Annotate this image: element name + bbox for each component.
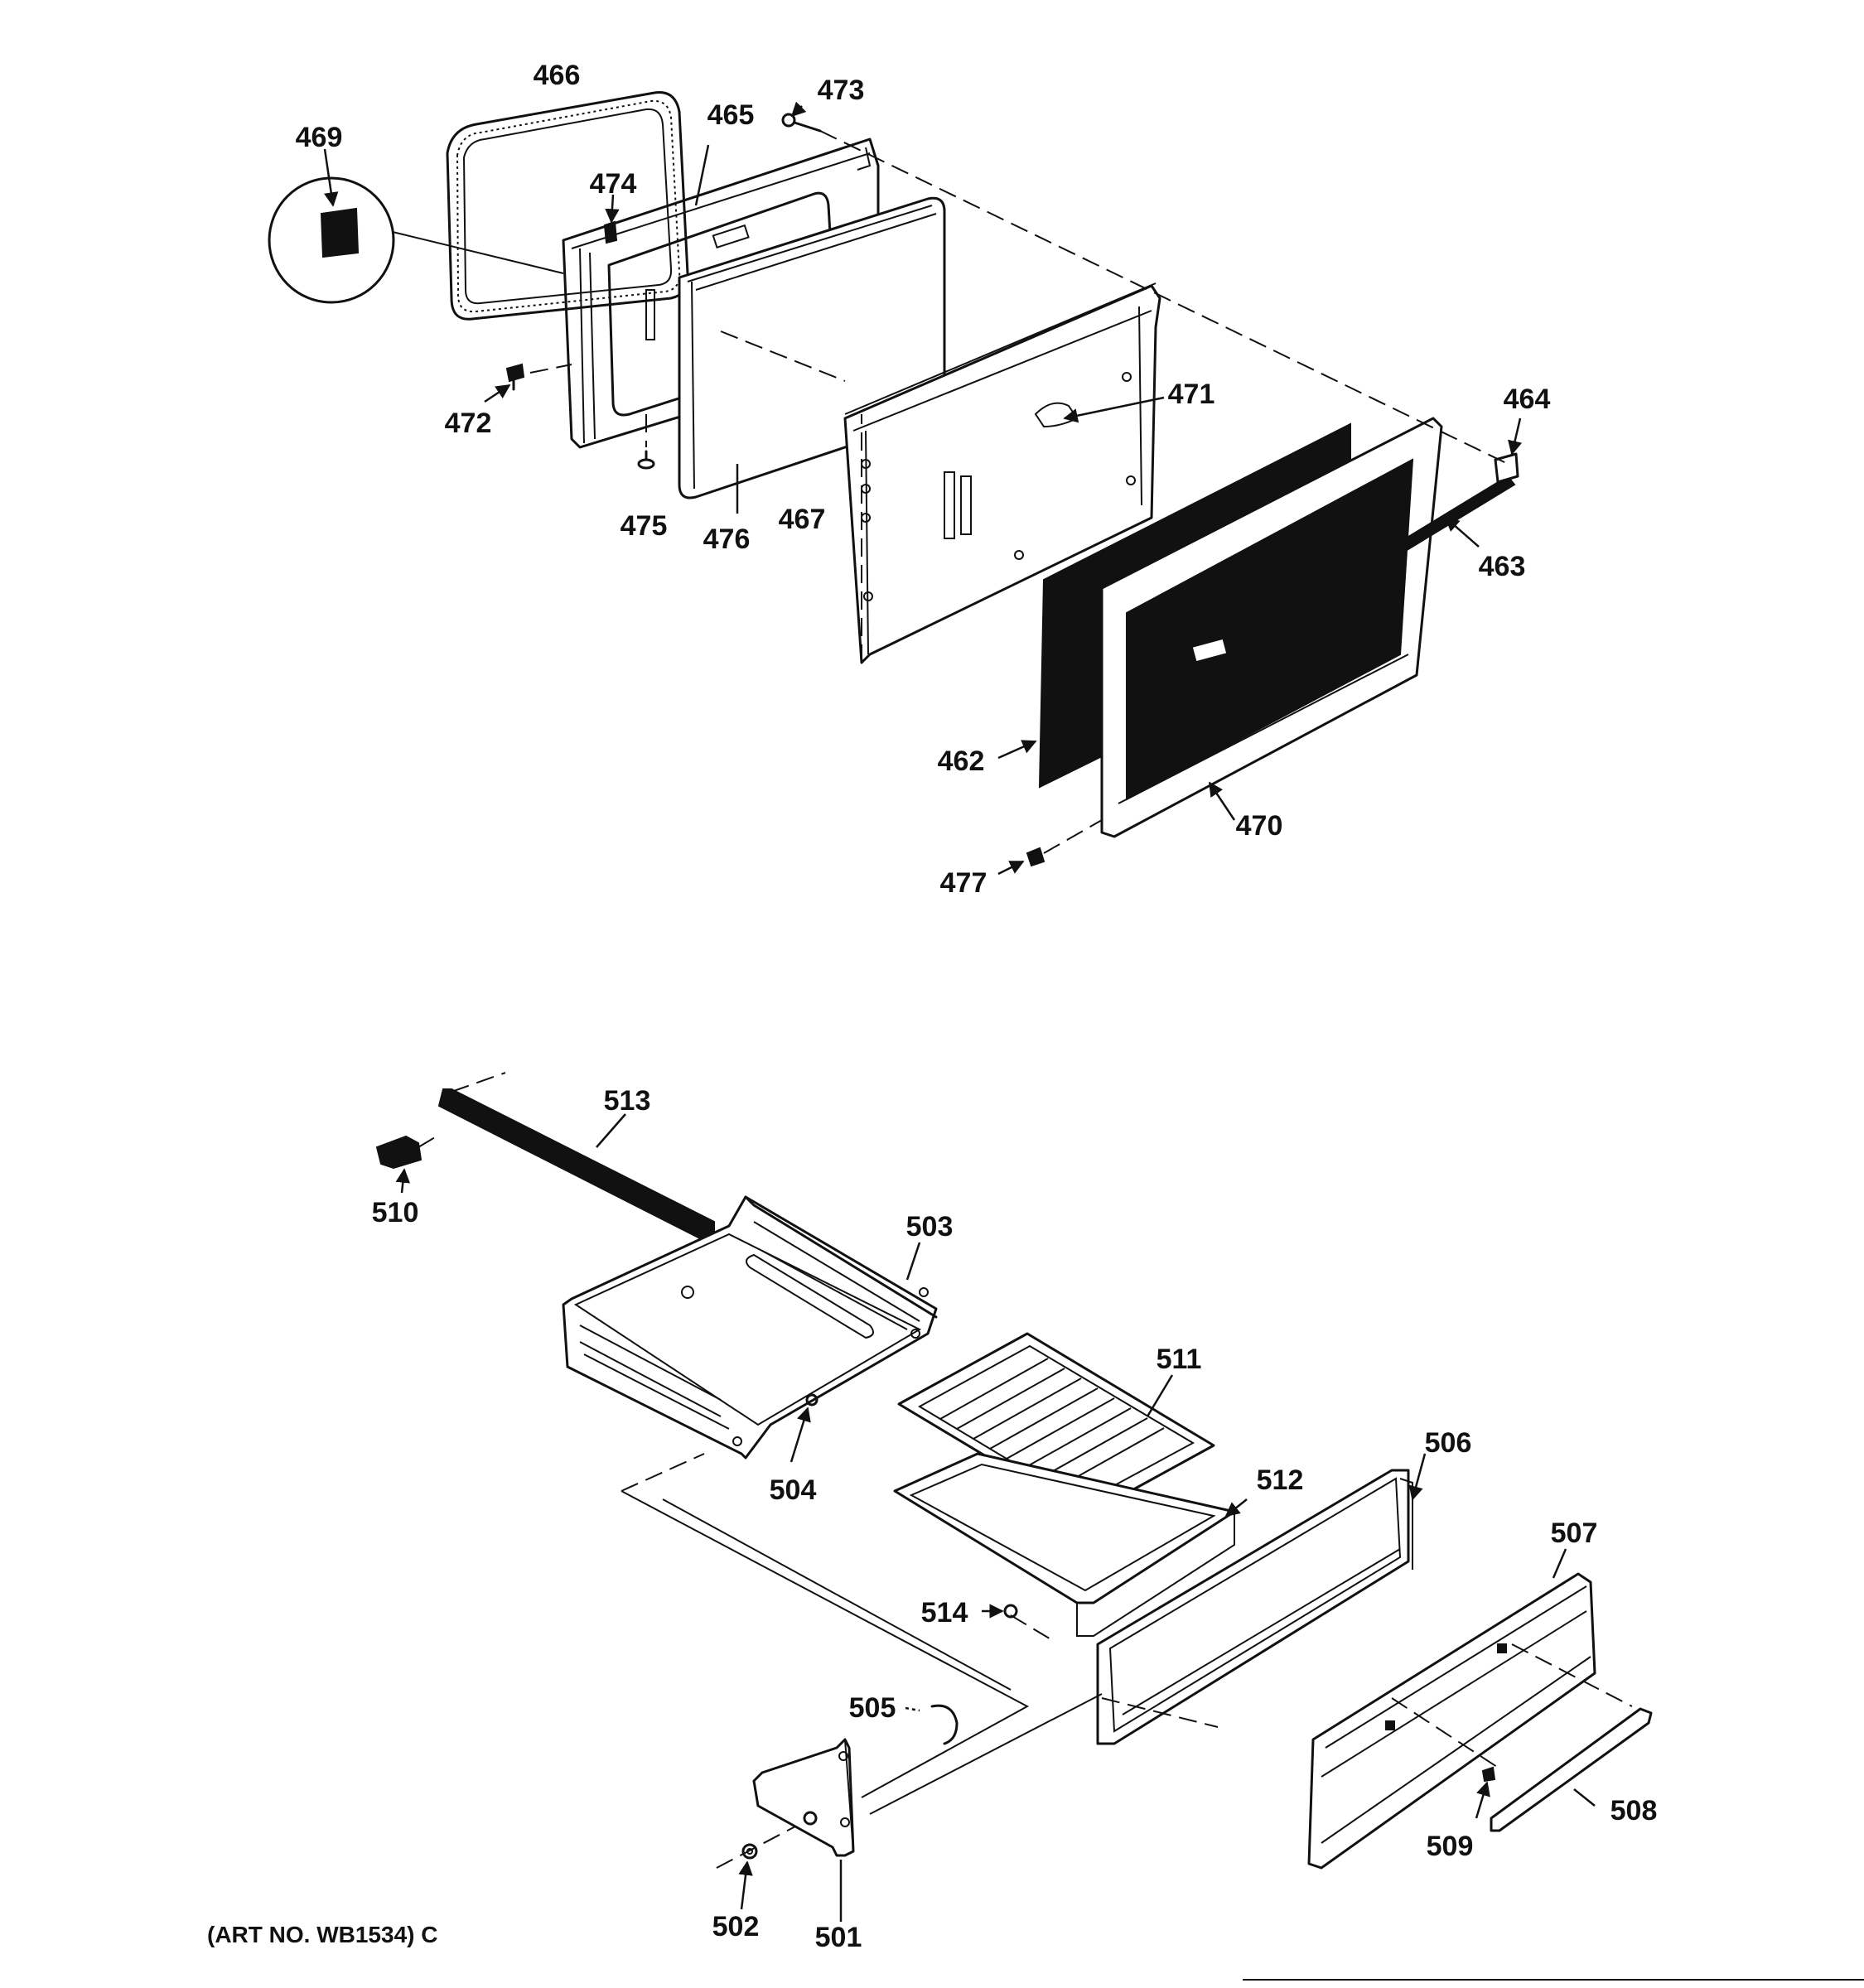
label-514: 514 [921, 1597, 968, 1629]
inner-panel-467 [843, 282, 1161, 664]
label-466: 466 [534, 60, 581, 91]
label-475: 475 [621, 510, 668, 542]
label-476: 476 [703, 524, 751, 555]
label-511: 511 [1157, 1344, 1202, 1375]
label-505: 505 [849, 1692, 896, 1724]
label-510: 510 [372, 1197, 419, 1228]
screw-472 [484, 363, 572, 403]
broiler-drawer-assembly [375, 1072, 1864, 1981]
screw-475 [637, 414, 655, 470]
door-gasket-466 [446, 90, 689, 321]
rail-bracket-510 [375, 1134, 440, 1194]
screw-477 [997, 819, 1103, 876]
label-477: 477 [940, 867, 988, 899]
broiler-pan-512 [893, 1452, 1248, 1637]
rail-513 [437, 1072, 715, 1240]
screw-504 [790, 1393, 819, 1463]
label-512: 512 [1257, 1464, 1304, 1496]
spring-505 [905, 1704, 959, 1745]
drawer-front-outer-507 [1307, 1548, 1596, 1870]
label-462: 462 [938, 746, 985, 777]
inner-door-frame-465 [562, 138, 880, 449]
end-cap-464 [1494, 417, 1523, 484]
drawer-front-inner-506 [1096, 1453, 1427, 1745]
trim-508 [1490, 1707, 1653, 1832]
label-513: 513 [604, 1085, 651, 1117]
label-472: 472 [445, 408, 492, 439]
washer-502 [716, 1826, 796, 1910]
outer-door-frame-470 [1100, 417, 1443, 838]
label-464: 464 [1504, 384, 1551, 415]
label-502: 502 [712, 1911, 760, 1942]
bracket-471 [1063, 396, 1165, 423]
detail-circle-469 [268, 148, 564, 304]
trim-strip-463 [1316, 475, 1516, 602]
label-501: 501 [815, 1922, 862, 1953]
label-473: 473 [818, 75, 865, 106]
label-507: 507 [1551, 1518, 1598, 1549]
label-506: 506 [1425, 1427, 1472, 1459]
screw-473 [781, 101, 822, 133]
drawer-body-503 [562, 1195, 938, 1460]
art-number: (ART NO. WB1534) C [207, 1922, 437, 1947]
clip-474 [603, 194, 620, 244]
screw-514 [982, 1604, 1018, 1619]
part-labels: 466 469 465 473 474 472 475 476 467 471 … [207, 60, 1657, 1953]
label-474: 474 [590, 168, 637, 200]
label-503: 503 [906, 1211, 954, 1242]
label-471: 471 [1168, 379, 1215, 410]
label-465: 465 [707, 99, 755, 131]
label-469: 469 [296, 122, 343, 153]
screw-509 [1475, 1766, 1496, 1819]
label-470: 470 [1236, 810, 1283, 842]
label-508: 508 [1610, 1795, 1658, 1826]
oven-door-assembly [268, 90, 1523, 876]
label-509: 509 [1427, 1831, 1474, 1862]
label-504: 504 [770, 1474, 817, 1506]
bracket-501 [752, 1738, 855, 1922]
label-463: 463 [1479, 551, 1526, 582]
label-467: 467 [779, 504, 826, 535]
